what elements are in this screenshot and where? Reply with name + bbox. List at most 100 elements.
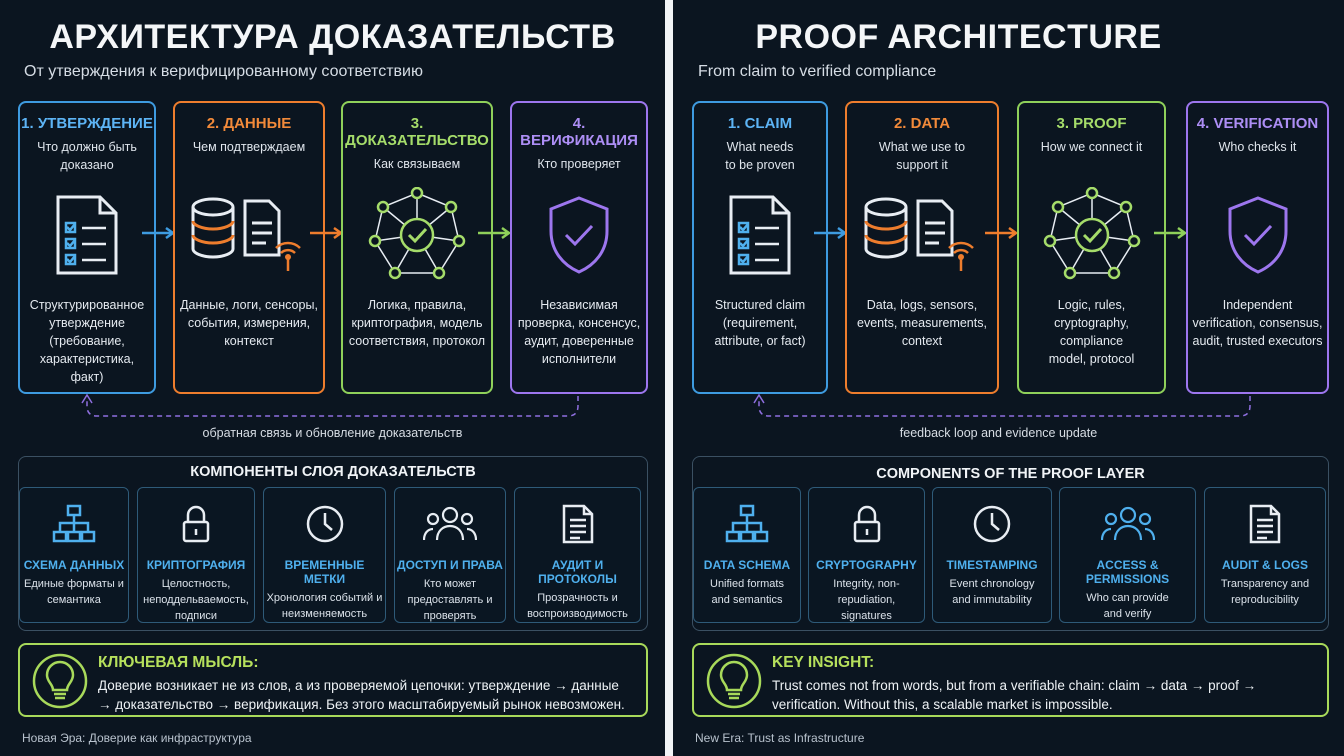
panel-divider — [665, 0, 673, 756]
feedback-loop-arrow — [753, 393, 1251, 417]
stage-card-proof: 3. PROOF How we connect it Logic, rules,… — [1017, 101, 1166, 394]
shield-check-icon — [512, 189, 646, 281]
users-icon — [1060, 498, 1195, 550]
database-sensor-icon — [847, 189, 997, 281]
stage-description: Structured claim (requirement, attribute… — [714, 298, 806, 348]
component-cryptography: КРИПТОГРАФИЯ Целостность, неподдельваемо… — [137, 487, 255, 623]
component-name: TIMESTAMPING — [946, 558, 1038, 572]
footer-text: New Era: Trust as Infrastructure — [695, 731, 865, 745]
component-description: Who can provide and verify — [1086, 592, 1169, 620]
component-description: Целостность, неподдельваемость, подписи — [143, 578, 249, 622]
stage-card-data: 2. DATA What we use to support it Data, … — [845, 101, 999, 394]
component-description: Кто может предоставлять и проверять — [407, 578, 493, 622]
stage-title: 1. CLAIM — [727, 115, 793, 132]
component-audit-logs: AUDIT & LOGS Transparency and reproducib… — [1204, 487, 1326, 623]
key-insight-box: КЛЮЧЕВАЯ МЫСЛЬ: Доверие возникает не из … — [18, 643, 648, 717]
users-icon — [395, 498, 505, 550]
component-name: ACCESS & PERMISSIONS — [1085, 558, 1170, 586]
network-check-icon — [343, 187, 491, 281]
panel-english: PROOF ARCHITECTURE From claim to verifie… — [673, 0, 1344, 756]
components-title: КОМПОНЕНТЫ СЛОЯ ДОКАЗАТЕЛЬСТВ — [190, 464, 476, 480]
stage-description: Logic, rules, cryptography, compliance m… — [1048, 298, 1135, 366]
component-timestamping: TIMESTAMPING Event chronology and immuta… — [932, 487, 1052, 623]
component-name: ВРЕМЕННЫЕ МЕТКИ — [284, 558, 365, 586]
component-access-permissions: ДОСТУП И ПРАВА Кто может предоставлять и… — [394, 487, 506, 623]
stage-description: Логика, правила, криптография, модель со… — [348, 298, 486, 348]
component-description: Прозрачность и воспроизводимость — [527, 592, 628, 620]
page-title: АРХИТЕКТУРА ДОКАЗАТЕЛЬСТВ — [49, 18, 616, 56]
insight-title: КЛЮЧЕВАЯ МЫСЛЬ: — [98, 654, 259, 671]
stage-subtitle: How we connect it — [1040, 140, 1143, 154]
stage-card-proof: 3. ДОКАЗАТЕЛЬСТВО Как связываем Логика, … — [341, 101, 493, 394]
insight-text: Trust comes not from words, but from a v… — [772, 678, 1257, 712]
feedback-loop-arrow — [81, 393, 579, 417]
network-check-icon — [1019, 187, 1164, 281]
arrow-right-icon — [985, 226, 1019, 240]
document-lines-icon — [1205, 498, 1325, 550]
stage-description: Data, logs, sensors, events, measurement… — [857, 298, 987, 348]
stage-card-claim: 1. УТВЕРЖДЕНИЕ Что должно быть доказано … — [18, 101, 156, 394]
components-title: COMPONENTS OF THE PROOF LAYER — [876, 466, 1145, 482]
stage-description: Независимая проверка, консенсус, аудит, … — [517, 298, 641, 366]
footer-text: Новая Эра: Доверие как инфраструктура — [22, 731, 252, 745]
stage-subtitle: What we use to support it — [878, 140, 966, 172]
component-name: AUDIT & LOGS — [1222, 558, 1308, 572]
stage-title: 2. ДАННЫЕ — [206, 115, 292, 132]
feedback-label: feedback loop and evidence update — [899, 426, 1098, 440]
components-section: КОМПОНЕНТЫ СЛОЯ ДОКАЗАТЕЛЬСТВ СХЕМА ДАНН… — [18, 456, 648, 631]
stage-card-verification: 4. ВЕРИФИКАЦИЯ Кто проверяет Независимая… — [510, 101, 648, 394]
panel-russian: АРХИТЕКТУРА ДОКАЗАТЕЛЬСТВ От утверждения… — [0, 0, 665, 756]
stage-title: 2. DATA — [893, 115, 951, 132]
shield-check-icon — [1188, 189, 1327, 281]
lightbulb-icon — [706, 653, 762, 709]
database-sensor-icon — [175, 189, 323, 281]
stage-description: Independent verification, consensus, aud… — [1192, 298, 1323, 348]
document-checklist-icon — [694, 189, 826, 281]
component-name: DATA SCHEMA — [703, 558, 791, 572]
stage-title: 4. ВЕРИФИКАЦИЯ — [520, 115, 638, 149]
component-name: КРИПТОГРАФИЯ — [146, 558, 246, 572]
stage-description: Структурированное утверждение (требовани… — [29, 298, 145, 384]
stage-card-verification: 4. VERIFICATION Who checks it Independen… — [1186, 101, 1329, 394]
stage-subtitle: Who checks it — [1218, 140, 1297, 154]
component-description: Единые форматы и семантика — [24, 578, 124, 606]
stage-title: 3. ДОКАЗАТЕЛЬСТВО — [345, 115, 489, 149]
component-name: ДОСТУП И ПРАВА — [397, 558, 503, 572]
clock-icon — [933, 498, 1051, 550]
stage-subtitle: What needs to be proven — [725, 140, 795, 172]
component-access-permissions: ACCESS & PERMISSIONS Who can provide and… — [1059, 487, 1196, 623]
component-description: Хронология событий и неизменяемость — [266, 592, 383, 620]
component-name: CRYPTOGRAPHY — [816, 558, 917, 572]
stage-subtitle: Что должно быть доказано — [37, 140, 137, 172]
lock-icon — [138, 498, 254, 550]
component-name: СХЕМА ДАННЫХ — [23, 558, 125, 572]
insight-text: Доверие возникает не из слов, а из прове… — [98, 678, 625, 712]
arrow-right-icon — [1154, 226, 1188, 240]
stage-title: 1. УТВЕРЖДЕНИЕ — [21, 115, 153, 132]
feedback-label: обратная связь и обновление доказательст… — [202, 426, 463, 440]
component-description: Transparency and reproducibility — [1220, 578, 1310, 606]
component-data-schema: DATA SCHEMA Unified formats and semantic… — [693, 487, 801, 623]
component-data-schema: СХЕМА ДАННЫХ Единые форматы и семантика — [19, 487, 129, 623]
component-description: Integrity, non-repudiation, signatures — [833, 578, 900, 622]
component-description: Event chronology and immutability — [949, 578, 1035, 606]
clock-icon — [264, 498, 385, 550]
stage-subtitle: Как связываем — [373, 157, 461, 171]
page-title: PROOF ARCHITECTURE — [755, 18, 1162, 56]
lock-icon — [809, 498, 924, 550]
page-subtitle: От утверждения к верифицированному соотв… — [24, 63, 423, 80]
component-audit-logs: АУДИТ И ПРОТОКОЛЫ Прозрачность и воспрои… — [514, 487, 641, 623]
component-name: АУДИТ И ПРОТОКОЛЫ — [538, 558, 617, 586]
components-section: COMPONENTS OF THE PROOF LAYER DATA SCHEM… — [692, 456, 1329, 631]
component-timestamping: ВРЕМЕННЫЕ МЕТКИ Хронология событий и неи… — [263, 487, 386, 623]
hierarchy-icon — [20, 498, 128, 550]
document-lines-icon — [515, 498, 640, 550]
stage-card-claim: 1. CLAIM What needs to be proven Structu… — [692, 101, 828, 394]
stage-subtitle: Чем подтверждаем — [192, 140, 306, 154]
page-subtitle: From claim to verified compliance — [698, 63, 937, 80]
stage-title: 4. VERIFICATION — [1196, 115, 1319, 132]
component-cryptography: CRYPTOGRAPHY Integrity, non-repudiation,… — [808, 487, 925, 623]
stage-title: 3. PROOF — [1056, 115, 1127, 132]
key-insight-box: KEY INSIGHT: Trust comes not from words,… — [692, 643, 1329, 717]
document-checklist-icon — [20, 189, 154, 281]
